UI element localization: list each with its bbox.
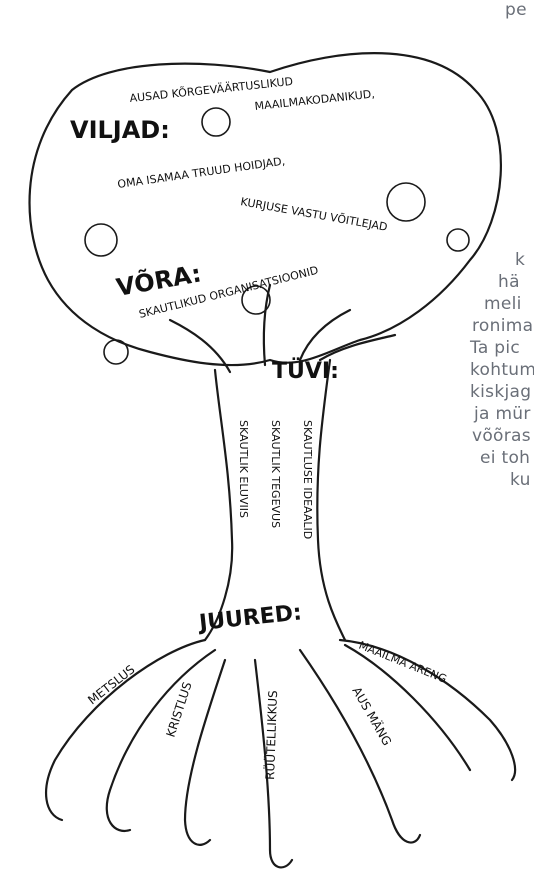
side-text-10: ei toh [480,448,530,468]
trunk-col-3: SKAUTLUSE IDEAALID [301,420,314,539]
side-text-7: kiskjag [470,382,531,402]
root-text-3: RÜÜTELLIKKUS [261,690,280,780]
trunk-col-1: SKAUTLIK ELUVIIS [237,420,250,518]
fruits-line-2: MAAILMAKODANIKUD, [254,87,375,113]
root-text-4: AUS MÄNG [349,684,395,748]
side-text-9: võõras [472,426,531,446]
label-tuvi: TÜVI: [272,358,339,384]
side-text-2: hä [498,272,520,292]
fruit-5 [104,340,128,364]
fruit-3 [85,224,117,256]
label-viljad: VILJAD: [70,116,170,144]
fruits-line-3: OMA ISAMAA TRUUD HOIDJAD, [117,155,286,191]
fruits-line-4: KURJUSE VASTU VÕITLEJAD [239,195,388,234]
trunk-left [205,370,232,640]
fruit-6 [447,229,469,251]
side-text-0: pe [505,0,527,20]
root-4 [300,650,420,843]
trunk-right [317,360,345,640]
side-text-5: Ta pic [470,338,520,358]
side-text-3: meli [484,294,522,314]
side-text-6: kohtum [470,360,534,380]
side-text-1: k [515,250,525,270]
side-text-11: ku [510,470,531,490]
trunk-col-2: SKAUTLIK TEGEVUS [269,420,282,528]
side-text-8: ja mür [474,404,531,424]
side-text-4: ronima [472,316,533,336]
fruit-1 [202,108,230,136]
fruit-2 [387,183,425,221]
label-juured: JUURED: [196,600,303,636]
root-text-1: METSLUS [85,662,137,707]
